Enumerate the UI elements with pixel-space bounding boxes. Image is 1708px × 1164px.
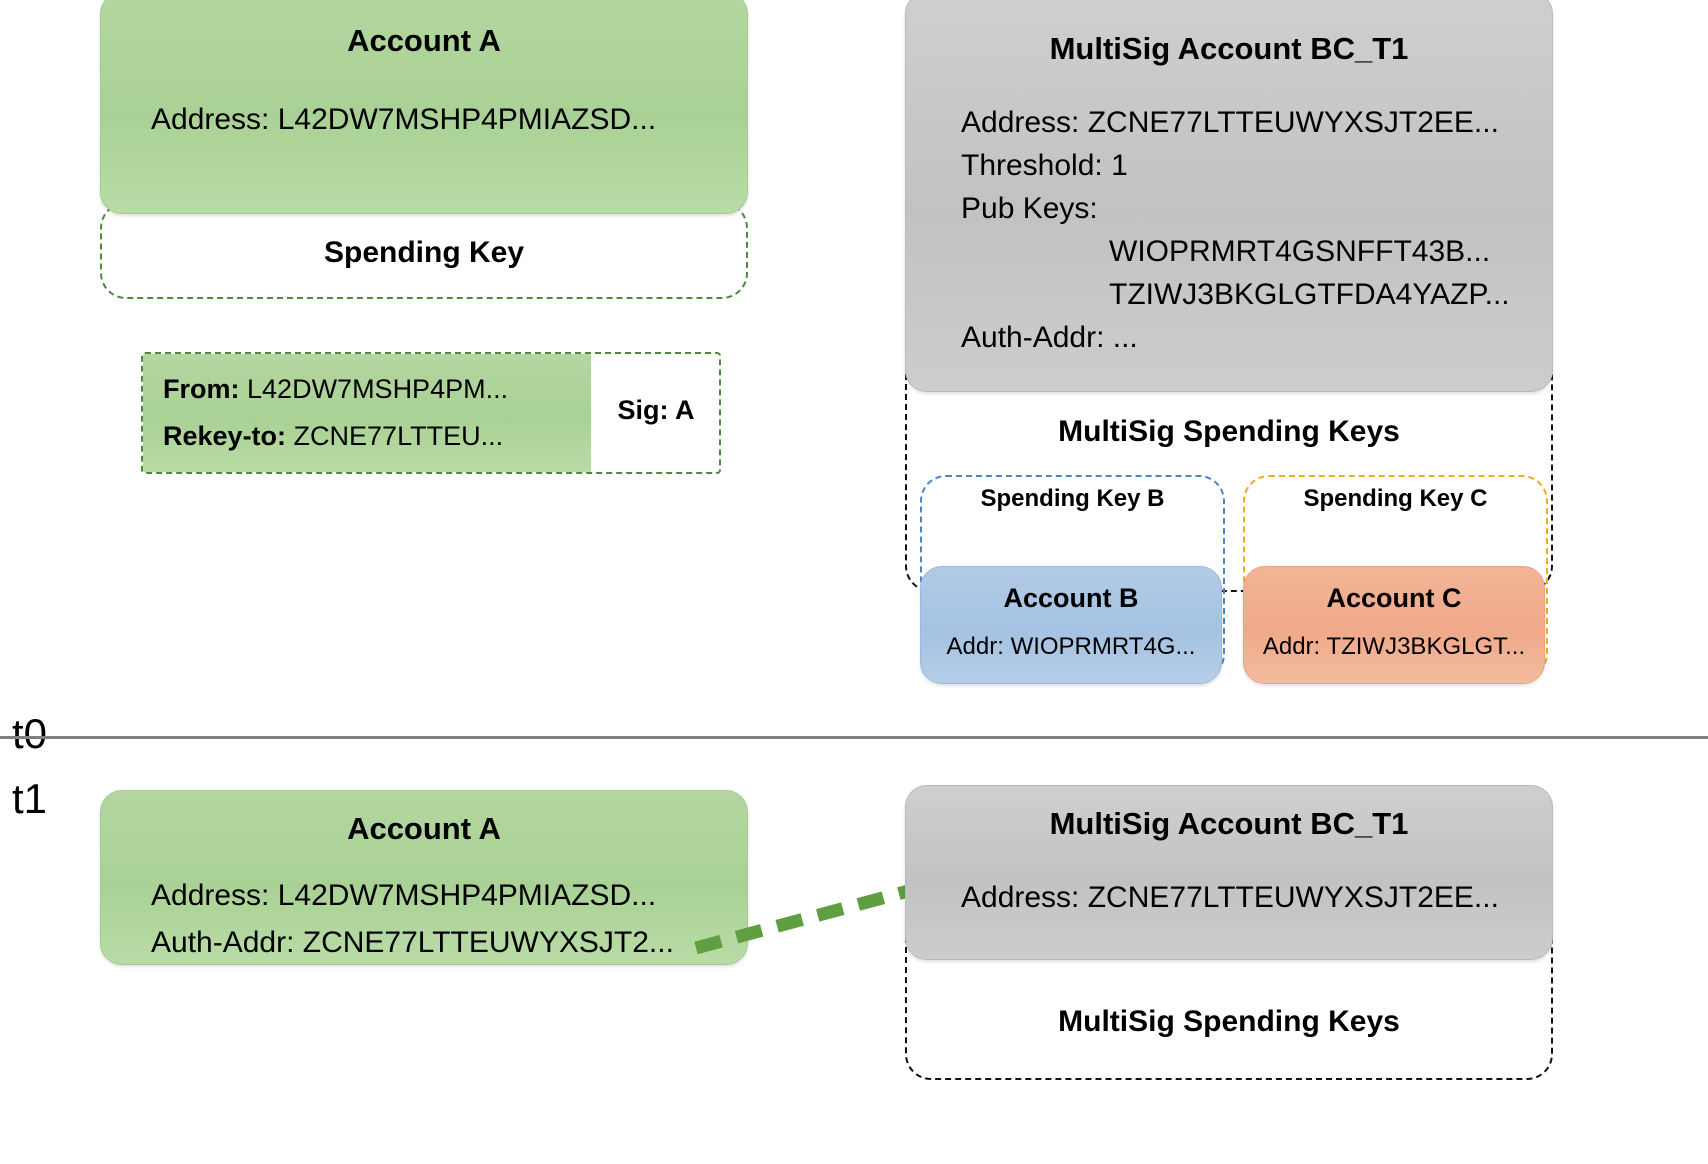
account-b-title: Account B <box>1003 583 1139 613</box>
transaction-from-row: From: L42DW7MSHP4PM... <box>163 374 508 405</box>
transaction-from-label: From: <box>163 374 240 404</box>
rekey-transaction-group <box>141 352 721 474</box>
multisig-threshold: Threshold: 1 <box>961 149 1128 182</box>
timeline-label-t0: t0 <box>12 710 48 757</box>
multisig-address: Address: ZCNE77LTTEUWYXSJT2EE... <box>961 106 1499 139</box>
multisig-spending-keys-label: MultiSig Spending Keys <box>1058 415 1400 448</box>
transaction-signature-label: Sig: A <box>617 395 695 425</box>
account-b-address: Addr: WIOPRMRT4G... <box>946 633 1196 660</box>
multisig-pubkey-1: WIOPRMRT4GSNFFT43B... <box>1109 235 1491 268</box>
multisig-account-title: MultiSig Account BC_T1 <box>1049 31 1409 66</box>
timeline-label-t1: t1 <box>12 775 48 822</box>
timeline-divider <box>0 736 1708 739</box>
account-c-address: Addr: TZIWJ3BKGLGT... <box>1262 633 1526 660</box>
account-c-title: Account C <box>1326 583 1462 613</box>
multisig-pubkey-2: TZIWJ3BKGLGTFDA4YAZP... <box>1109 278 1510 311</box>
multisig-account-title-t1: MultiSig Account BC_T1 <box>1049 806 1409 841</box>
account-a-address: Address: L42DW7MSHP4PMIAZSD... <box>151 103 657 136</box>
multisig-account-fields: Address: ZCNE77LTTEUWYXSJT2EE... Thresho… <box>961 101 1510 359</box>
spending-key-c-label: Spending Key C <box>1303 485 1488 512</box>
account-a-title-t1: Account A <box>347 811 501 846</box>
transaction-rekey-value: ZCNE77LTTEU... <box>293 421 504 451</box>
multisig-auth-addr: Auth-Addr: ... <box>961 321 1138 354</box>
account-c-card: Account C Addr: TZIWJ3BKGLGT... <box>1243 566 1545 684</box>
multisig-account-card-t1: MultiSig Account BC_T1 Address: ZCNE77LT… <box>905 785 1553 960</box>
transaction-from-value: L42DW7MSHP4PM... <box>247 374 509 404</box>
transaction-rekey-row: Rekey-to: ZCNE77LTTEU... <box>163 421 503 452</box>
rekey-transaction-body <box>143 354 591 472</box>
account-a-auth-addr-t1: Auth-Addr: ZCNE77LTTEUWYXSJT2... <box>151 926 674 959</box>
account-b-card: Account B Addr: WIOPRMRT4G... <box>920 566 1222 684</box>
account-a-address-t1: Address: L42DW7MSHP4PMIAZSD... <box>151 879 657 912</box>
multisig-account-card: MultiSig Account BC_T1 Address: ZCNE77LT… <box>905 0 1553 392</box>
account-a-card-t1: Account A Address: L42DW7MSHP4PMIAZSD...… <box>100 790 748 965</box>
account-a-card: Account A Address: L42DW7MSHP4PMIAZSD... <box>100 0 748 214</box>
multisig-pubkeys-label: Pub Keys: <box>961 192 1098 225</box>
account-a-title: Account A <box>347 23 501 58</box>
transaction-rekey-label: Rekey-to: <box>163 421 287 451</box>
rekey-arrow-icon <box>694 860 980 955</box>
account-a-spending-key-label: Spending Key <box>323 236 525 269</box>
spending-key-b-label: Spending Key B <box>980 485 1165 512</box>
multisig-address-t1: Address: ZCNE77LTTEUWYXSJT2EE... <box>961 881 1499 914</box>
multisig-spending-keys-label-t1: MultiSig Spending Keys <box>1058 1005 1400 1038</box>
